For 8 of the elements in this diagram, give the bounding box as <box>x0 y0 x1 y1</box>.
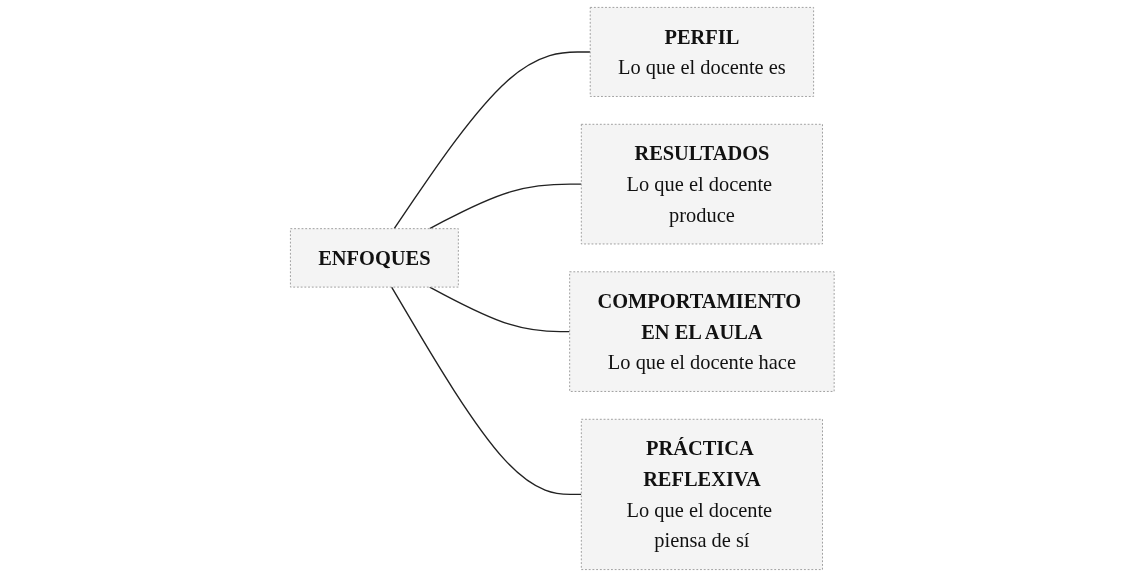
connector <box>428 183 582 230</box>
node-box: ENFOQUES <box>289 228 459 288</box>
connector <box>393 51 591 230</box>
node-box: COMPORTAMIENTO EN EL AULA Lo que el docente hace <box>568 271 835 392</box>
connector <box>390 286 582 496</box>
node-box: PRÁCTICA REFLEXIVA Lo que el docente piensa de sí <box>580 418 823 571</box>
node-box: PERFIL Lo que el docente es <box>589 6 814 97</box>
node-box: RESULTADOS Lo que el docente produce <box>580 123 823 245</box>
